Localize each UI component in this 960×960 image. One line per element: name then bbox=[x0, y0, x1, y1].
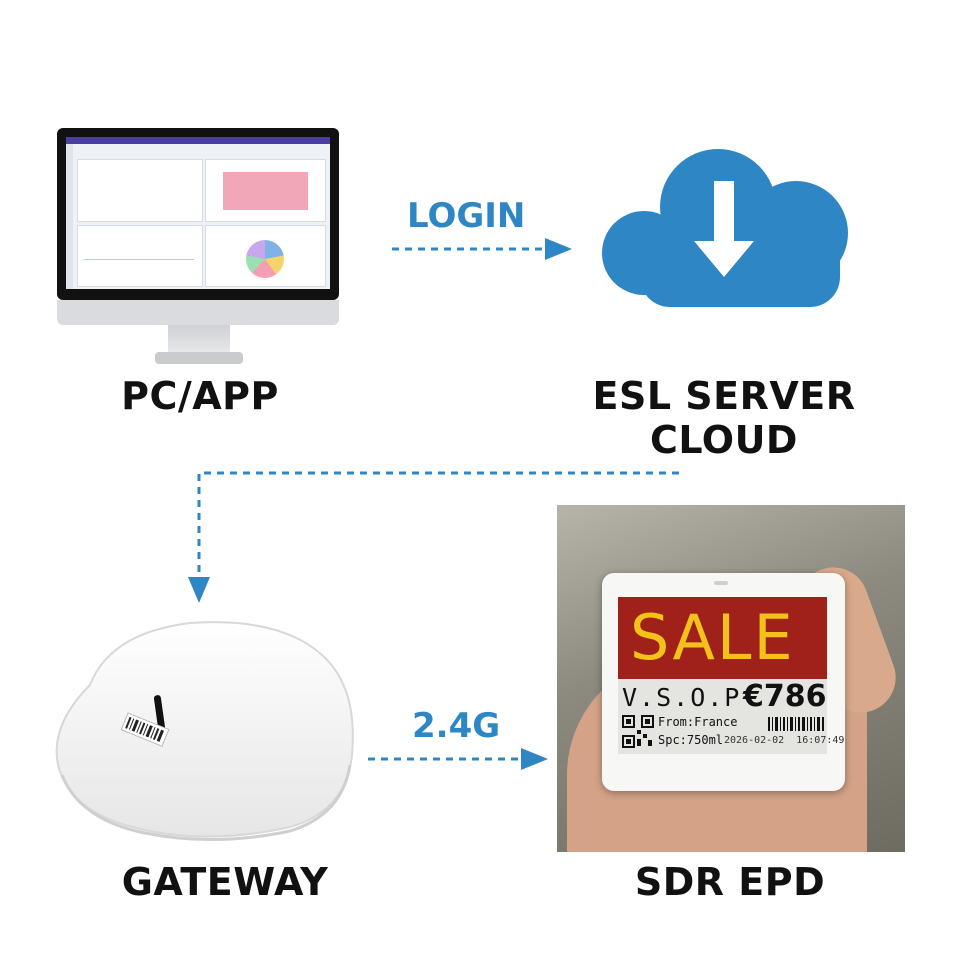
monitor-chin bbox=[57, 300, 339, 325]
login-label: LOGIN bbox=[407, 196, 526, 236]
esl-server-cloud-label: ESL SERVER CLOUD bbox=[592, 374, 856, 462]
monitor-stand bbox=[168, 325, 230, 355]
sdr-epd-label: SDR EPD bbox=[634, 860, 826, 904]
product-name: V.S.O.P bbox=[622, 683, 742, 712]
sale-banner: SALE bbox=[618, 597, 827, 679]
barcode-icon bbox=[768, 717, 824, 731]
electronic-shelf-label-photo: SALE V.S.O.P €786 From:France Spc:750ml bbox=[557, 505, 905, 852]
epd-device: SALE V.S.O.P €786 From:France Spc:750ml bbox=[602, 573, 845, 791]
qr-code-icon bbox=[622, 715, 654, 749]
cloud-to-gateway-arrow bbox=[188, 471, 679, 603]
dashboard-screen bbox=[66, 137, 330, 289]
wireless-2-4g-label: 2.4G bbox=[412, 706, 501, 746]
wireless-gateway-icon bbox=[55, 621, 354, 842]
origin-text: From:France bbox=[658, 715, 738, 729]
epd-screen: SALE V.S.O.P €786 From:France Spc:750ml bbox=[618, 597, 844, 754]
sale-text: SALE bbox=[630, 601, 795, 674]
monitor-base bbox=[155, 352, 243, 364]
login-arrow bbox=[392, 238, 572, 260]
volume-text: Spc:750ml bbox=[658, 733, 724, 747]
price-text: €786 bbox=[743, 679, 827, 714]
timestamp-text: 2026-02-02 16:07:49 bbox=[724, 735, 845, 746]
pc-app-label: PC/APP bbox=[121, 374, 279, 418]
gateway-label: GATEWAY bbox=[121, 860, 329, 904]
wireless-arrow bbox=[368, 748, 548, 770]
cloud-download-icon bbox=[602, 149, 848, 307]
